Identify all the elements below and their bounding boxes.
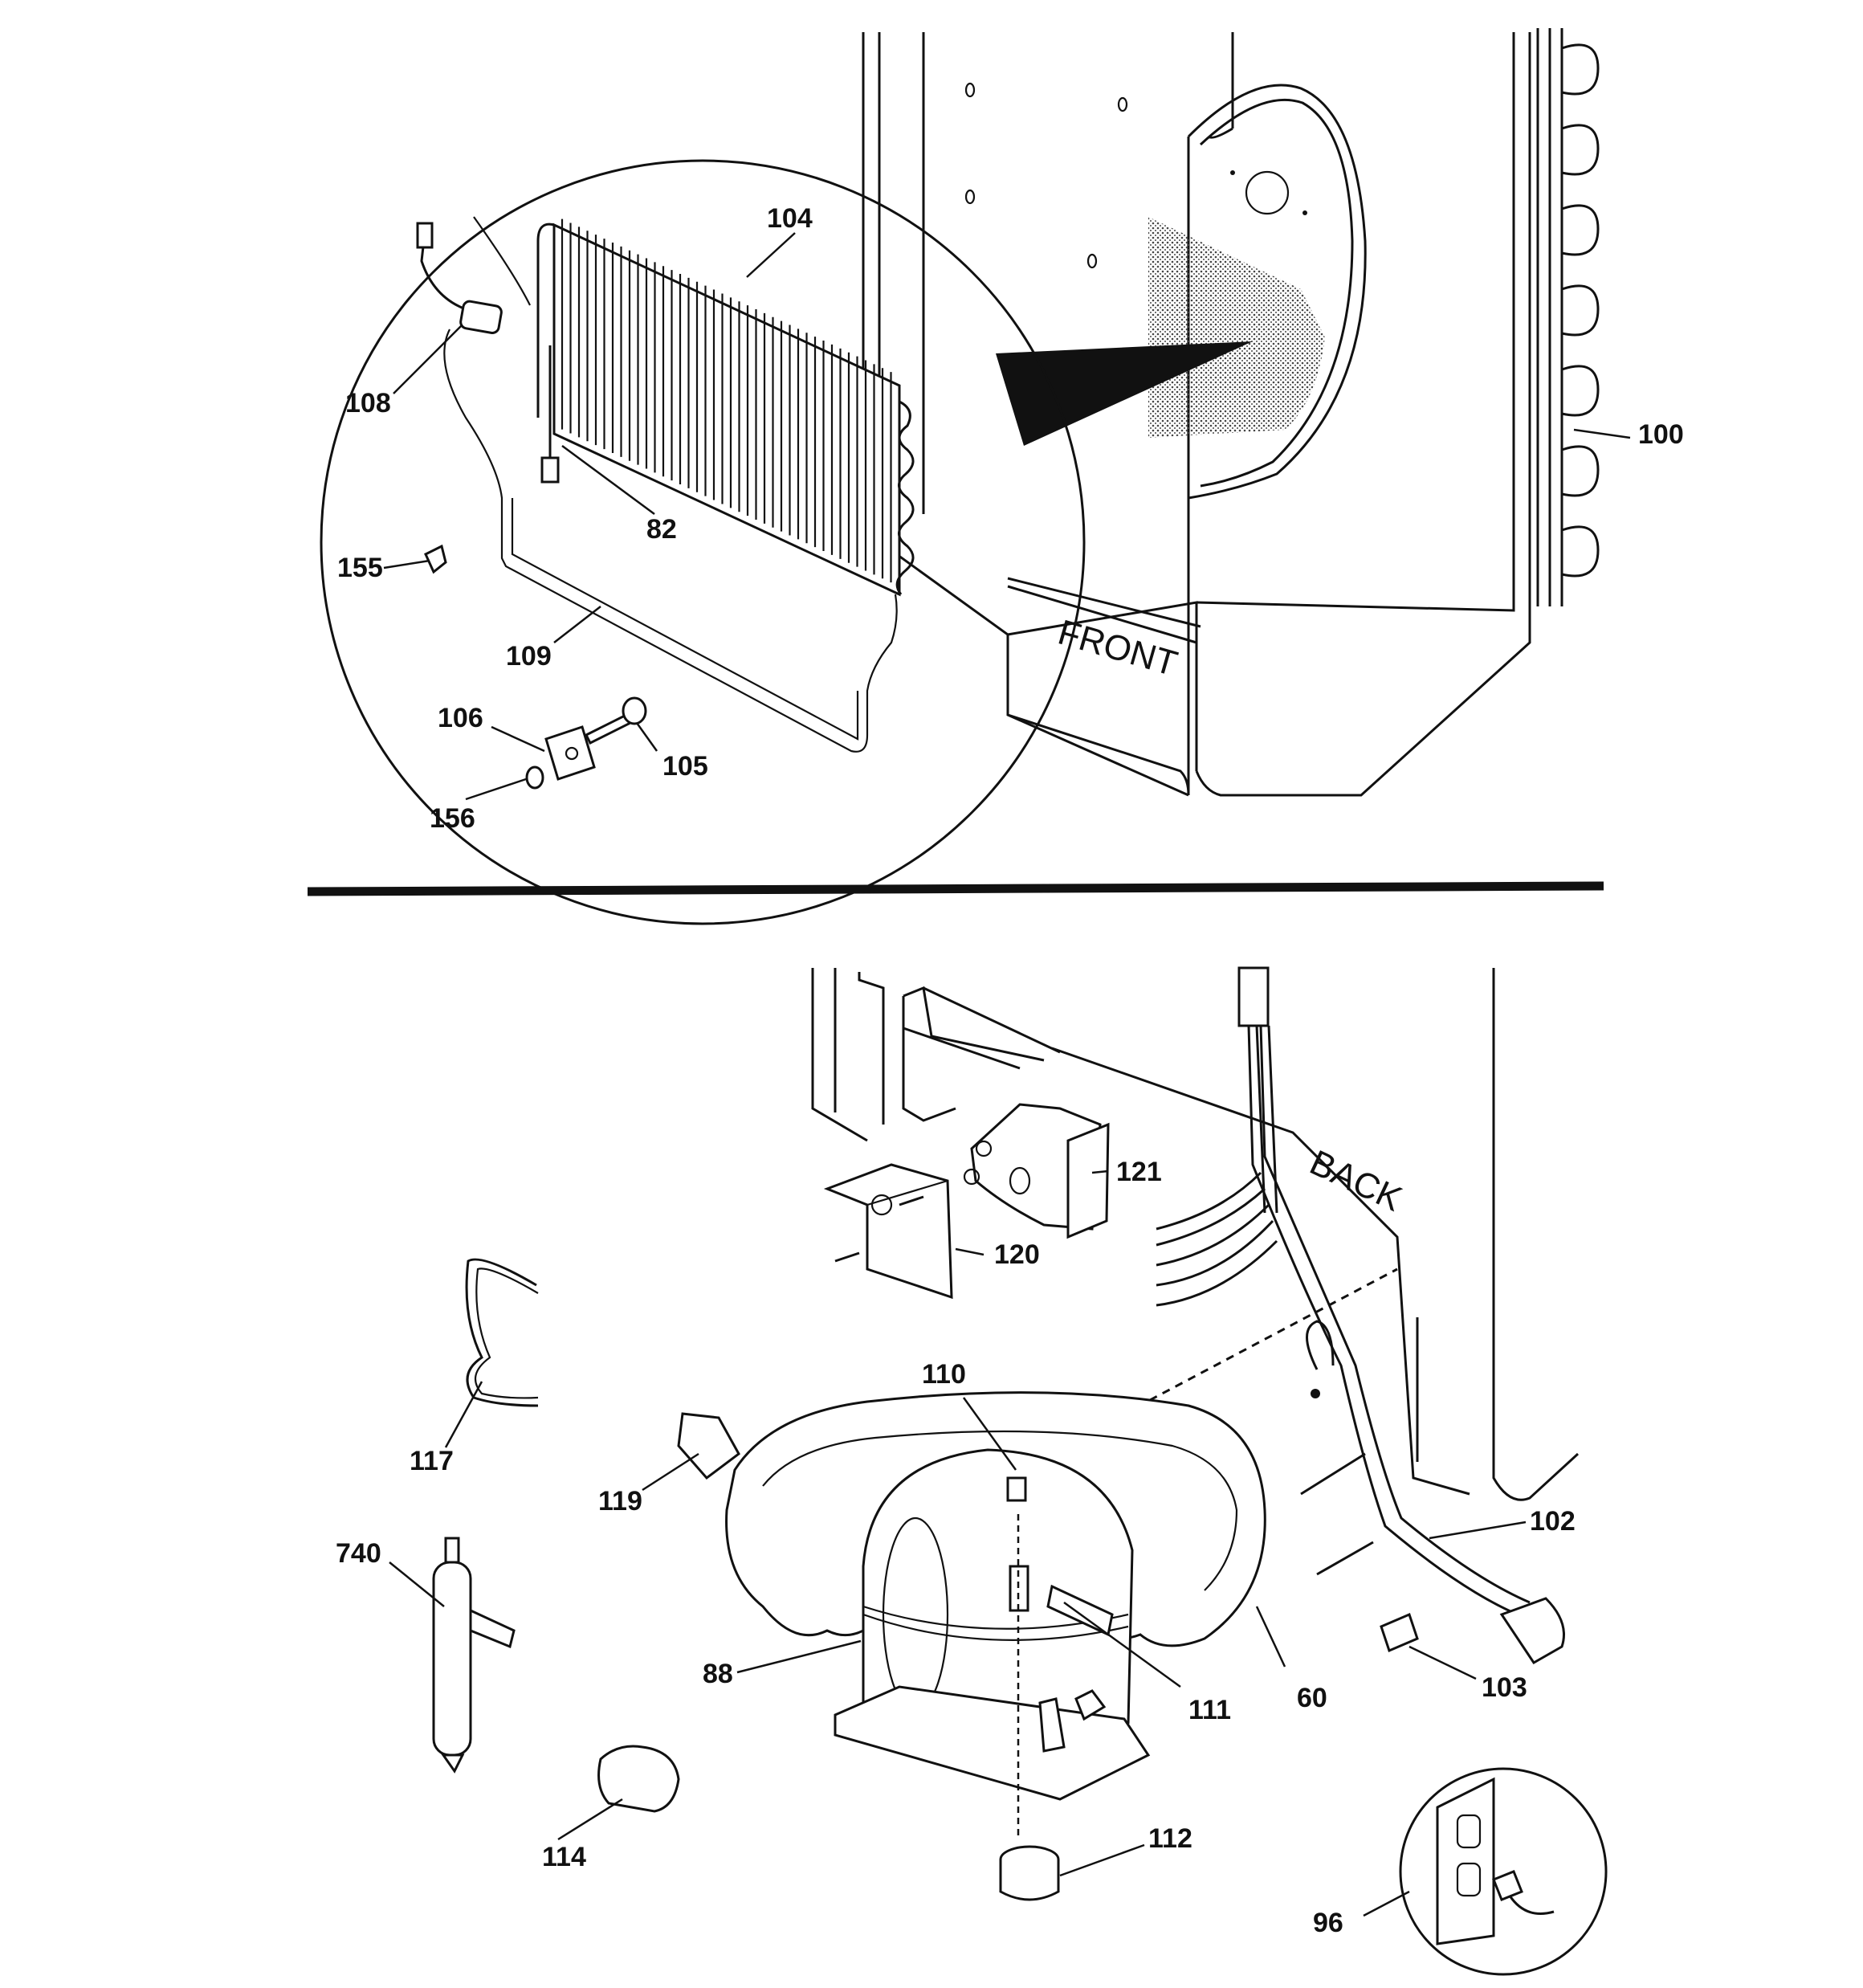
callout-114: 114 — [542, 1842, 586, 1872]
timer-bracket — [823, 1163, 953, 1300]
cabinet-base — [811, 968, 1580, 1501]
cord-clip — [1380, 1612, 1419, 1653]
callout-82: 82 — [646, 514, 677, 545]
defrost-timer — [963, 1103, 1110, 1239]
callout-156: 156 — [430, 803, 475, 834]
condenser-loop — [1561, 365, 1600, 417]
front-label: FRONT — [1054, 613, 1181, 684]
compressor-grommet — [999, 1845, 1060, 1901]
condenser-coil — [1536, 28, 1600, 606]
callout-117: 117 — [410, 1446, 454, 1476]
top-section: FRONT — [320, 28, 1684, 925]
condenser-loop — [1561, 204, 1600, 256]
callout-120: 120 — [994, 1239, 1040, 1270]
callout-60: 60 — [1297, 1683, 1327, 1713]
compressor — [834, 1448, 1151, 1801]
callout-103: 103 — [1482, 1672, 1527, 1703]
outlet-detail-circle — [1399, 1767, 1608, 1976]
callout-96: 96 — [1313, 1908, 1343, 1938]
callout-88: 88 — [703, 1659, 733, 1689]
cord-retainer — [597, 1745, 680, 1813]
overload-relay — [677, 1412, 740, 1480]
callout-104: 104 — [767, 203, 813, 234]
back-label: BACK — [1304, 1143, 1408, 1219]
condenser-loop — [1561, 124, 1600, 176]
detail-pointer — [996, 341, 1253, 446]
condenser-loop — [1561, 445, 1600, 497]
callout-108: 108 — [345, 388, 391, 418]
condenser-loop — [1561, 284, 1600, 337]
callout-155: 155 — [337, 553, 383, 583]
callout-112: 112 — [1148, 1823, 1192, 1854]
refrigerator-cabinet — [862, 32, 1531, 797]
callout-106: 106 — [438, 703, 483, 733]
section-divider — [307, 881, 1604, 896]
callout-102: 102 — [1530, 1506, 1576, 1537]
bottom-section: BACK — [336, 966, 1608, 1976]
callout-121: 121 — [1116, 1157, 1162, 1187]
callout-100: 100 — [1638, 419, 1684, 450]
wire-clip — [465, 1258, 539, 1407]
power-cord — [1156, 966, 1565, 1664]
callout-105: 105 — [662, 751, 708, 782]
evaporator-detail-circle — [320, 159, 1086, 925]
callout-740: 740 — [336, 1538, 381, 1569]
callout-110: 110 — [922, 1359, 966, 1390]
callout-111: 111 — [1188, 1695, 1231, 1725]
evaporator — [536, 218, 915, 597]
callout-109: 109 — [506, 641, 552, 672]
callout-119: 119 — [598, 1486, 642, 1517]
condenser-loop — [1561, 525, 1600, 578]
condenser-loop — [1561, 43, 1600, 96]
defrost-heater — [443, 329, 898, 753]
filter-drier — [432, 1537, 516, 1774]
